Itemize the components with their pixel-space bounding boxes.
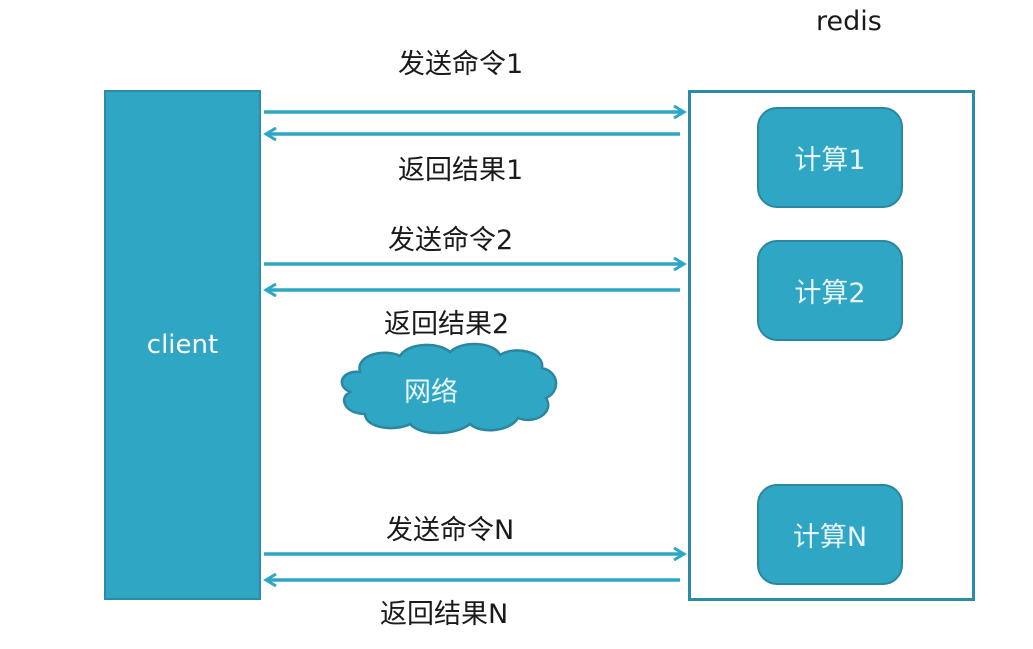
client-block: client: [104, 90, 261, 600]
send-label-1: 发送命令1: [398, 49, 524, 80]
send-label-2: 发送命令2: [388, 225, 514, 256]
client-label: client: [146, 330, 219, 360]
compute-label: 计算2: [794, 278, 866, 309]
send-label-n: 发送命令N: [386, 515, 515, 546]
return-label-2: 返回结果2: [384, 309, 510, 340]
redis-title: redis: [816, 6, 882, 37]
network-label: 网络: [404, 377, 458, 408]
network-cloud-icon: [340, 342, 558, 435]
compute-box-1: 计算1: [757, 107, 903, 208]
compute-box-2: 计算2: [757, 240, 903, 341]
compute-label: 计算N: [792, 522, 868, 553]
compute-box-n: 计算N: [757, 484, 903, 585]
compute-label: 计算1: [794, 145, 866, 176]
return-label-n: 返回结果N: [380, 599, 509, 630]
return-label-1: 返回结果1: [398, 155, 524, 186]
